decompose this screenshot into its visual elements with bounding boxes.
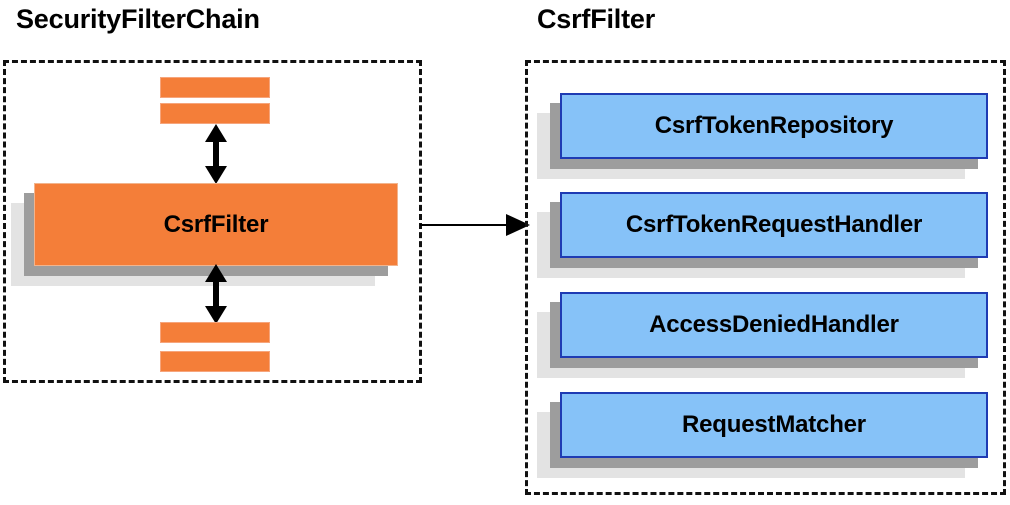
component-label: CsrfTokenRequestHandler [625,211,923,238]
component-card-access-denied-handler[interactable]: AccessDeniedHandler [537,292,988,378]
page-title-security-filter-chain: SecurityFilterChain [16,4,260,34]
component-label: RequestMatcher [682,411,866,438]
csrf-filter-card[interactable]: CsrfFilter [11,183,398,286]
component-card-request-matcher[interactable]: RequestMatcher [537,392,988,478]
component-card-face: RequestMatcher [560,392,988,458]
component-card-face: CsrfTokenRequestHandler [560,192,988,258]
csrf-filter-card-face: CsrfFilter [34,183,398,266]
component-card-csrf-token-request-handler[interactable]: CsrfTokenRequestHandler [537,192,988,278]
bidirectional-arrow-below-icon [198,264,234,324]
filter-strip-below-2 [160,351,270,372]
security-filter-chain-container [3,60,422,383]
page-title-csrf-filter: CsrfFilter [537,4,656,34]
component-card-csrf-token-repository[interactable]: CsrfTokenRepository [537,93,988,179]
csrf-filter-label: CsrfFilter [163,210,269,238]
component-label: CsrfTokenRepository [654,112,894,139]
filter-strip-above-1 [160,77,270,98]
component-card-face: CsrfTokenRepository [560,93,988,159]
filter-strip-above-2 [160,103,270,124]
connector-arrow-icon [420,214,530,236]
component-label: AccessDeniedHandler [649,311,899,338]
csrf-filter-container [525,60,1006,495]
component-card-face: AccessDeniedHandler [560,292,988,358]
bidirectional-arrow-above-icon [198,124,234,184]
filter-strip-below-1 [160,322,270,343]
